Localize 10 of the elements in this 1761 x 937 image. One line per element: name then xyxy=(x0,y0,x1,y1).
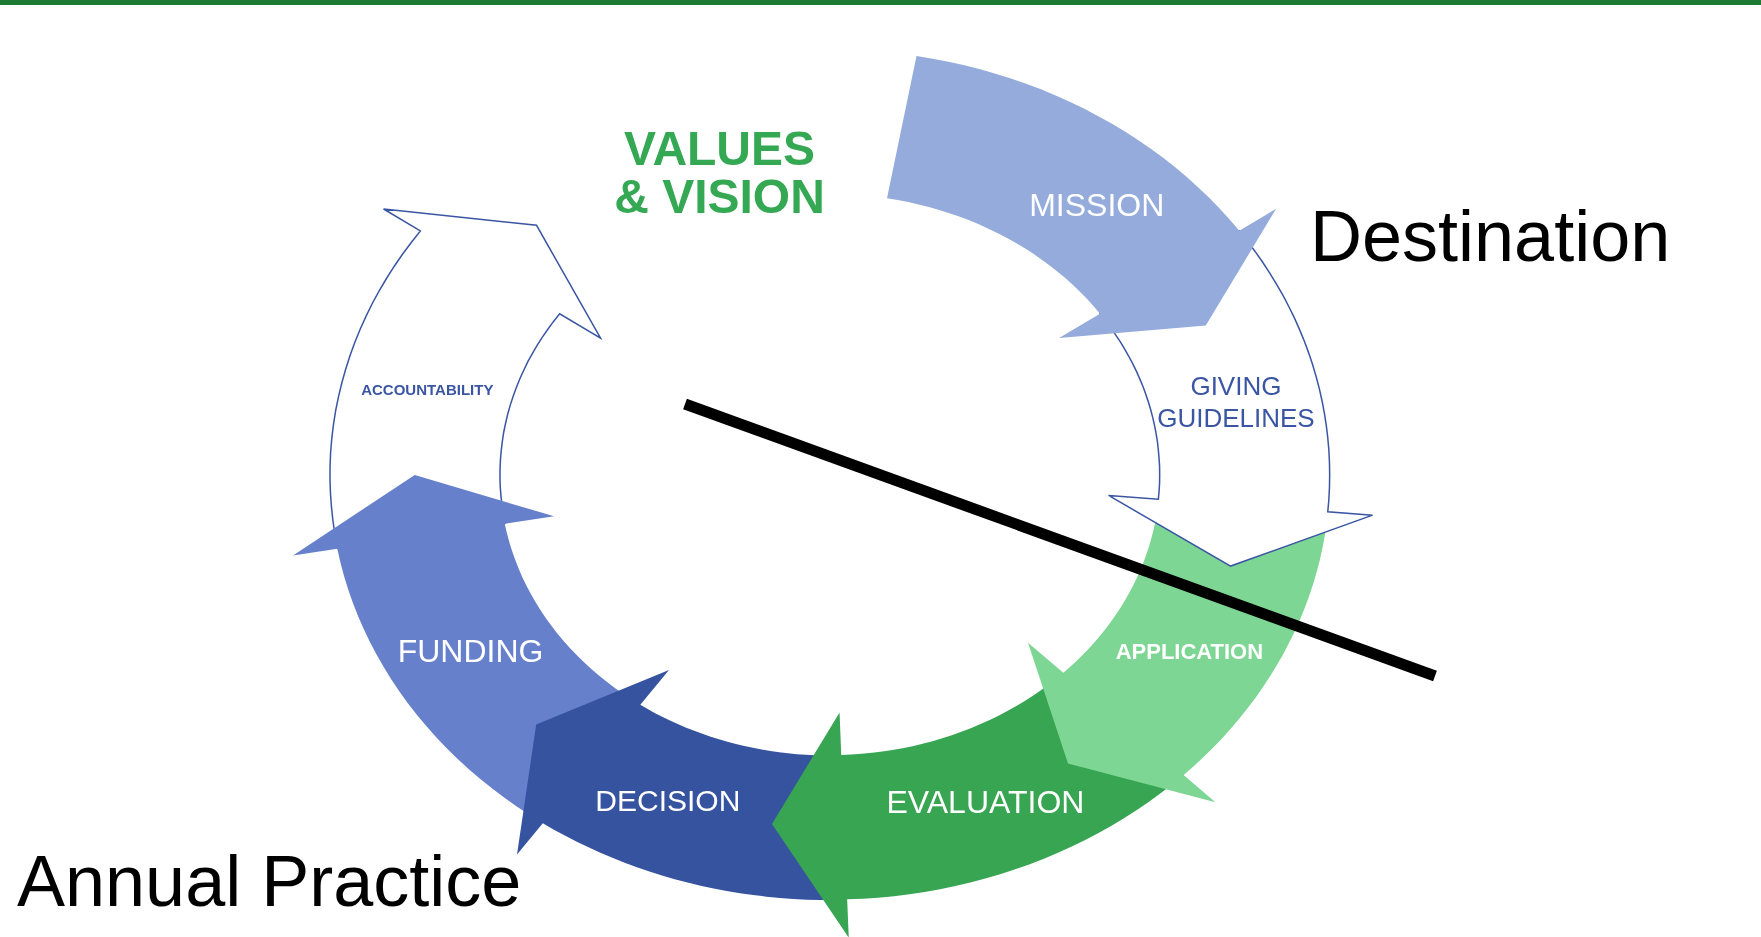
side-heading: Annual Practice xyxy=(17,845,522,917)
segment-label: DECISION xyxy=(594,782,742,819)
center-heading: VALUES & VISION xyxy=(613,125,826,221)
segment-label: GIVING GUIDELINES xyxy=(1156,369,1316,435)
segment-label: EVALUATION xyxy=(885,783,1086,823)
segment-label: ACCOUNTABILITY xyxy=(360,379,495,400)
segment-label: APPLICATION xyxy=(1114,637,1265,666)
segment-label: FUNDING xyxy=(396,632,545,672)
segment-label: MISSION xyxy=(1028,185,1166,225)
side-heading: Destination xyxy=(1310,200,1671,272)
